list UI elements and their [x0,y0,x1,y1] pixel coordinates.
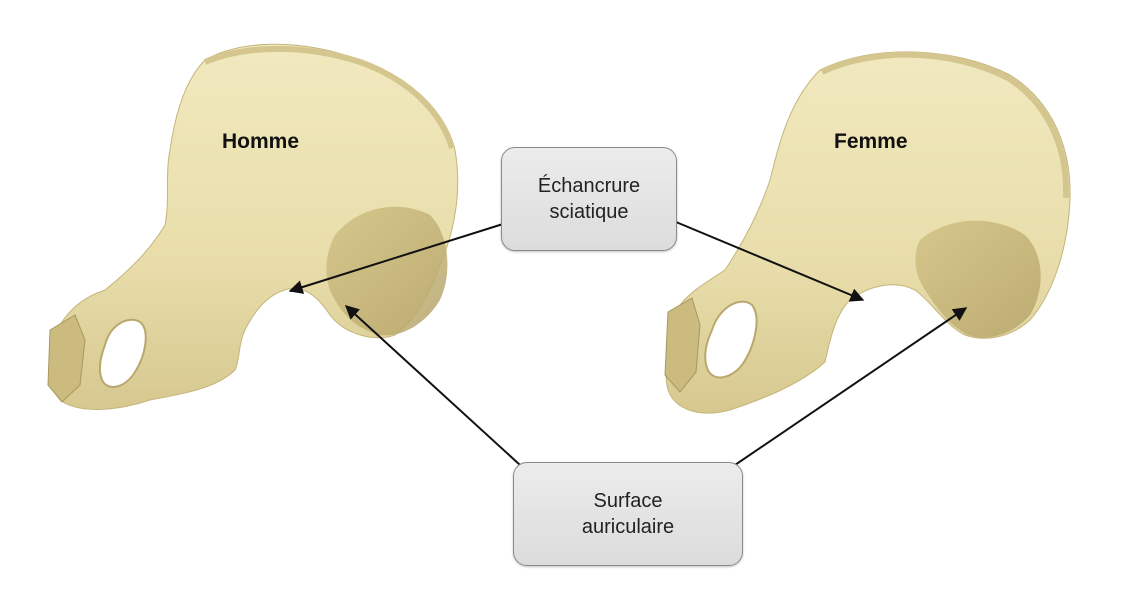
male-posterior-iliac [326,206,448,336]
male-pubic-symphysis [47,314,86,403]
male-iliac-crest [203,45,455,149]
auricular-surface-line1: Surface [593,490,663,512]
arrow-auricular-to-male [344,305,521,466]
sciatic-notch-line1: Échancrure [537,175,641,197]
female-iliac-crest [820,51,1070,199]
female-obturator-foramen [704,300,758,379]
arrow-sciatic-to-female [675,221,865,302]
female-label: Femme [834,130,908,153]
sciatic-notch-line2: sciatique [549,201,629,223]
male-obturator-foramen [98,318,147,388]
arrows [288,221,968,466]
auricular-surface-callout: Surface auriculaire [513,462,743,566]
arrow-sciatic-to-male [288,223,504,294]
sciatic-notch-callout: Échancrure sciatique [501,147,677,251]
male-hip-bone [47,43,459,410]
arrow-auricular-to-female [734,307,968,466]
female-hip-bone [664,51,1071,414]
auricular-surface-line2: auriculaire [581,516,675,538]
male-label: Homme [222,130,300,153]
female-pubic-symphysis [664,297,701,393]
female-posterior-iliac [915,220,1041,338]
